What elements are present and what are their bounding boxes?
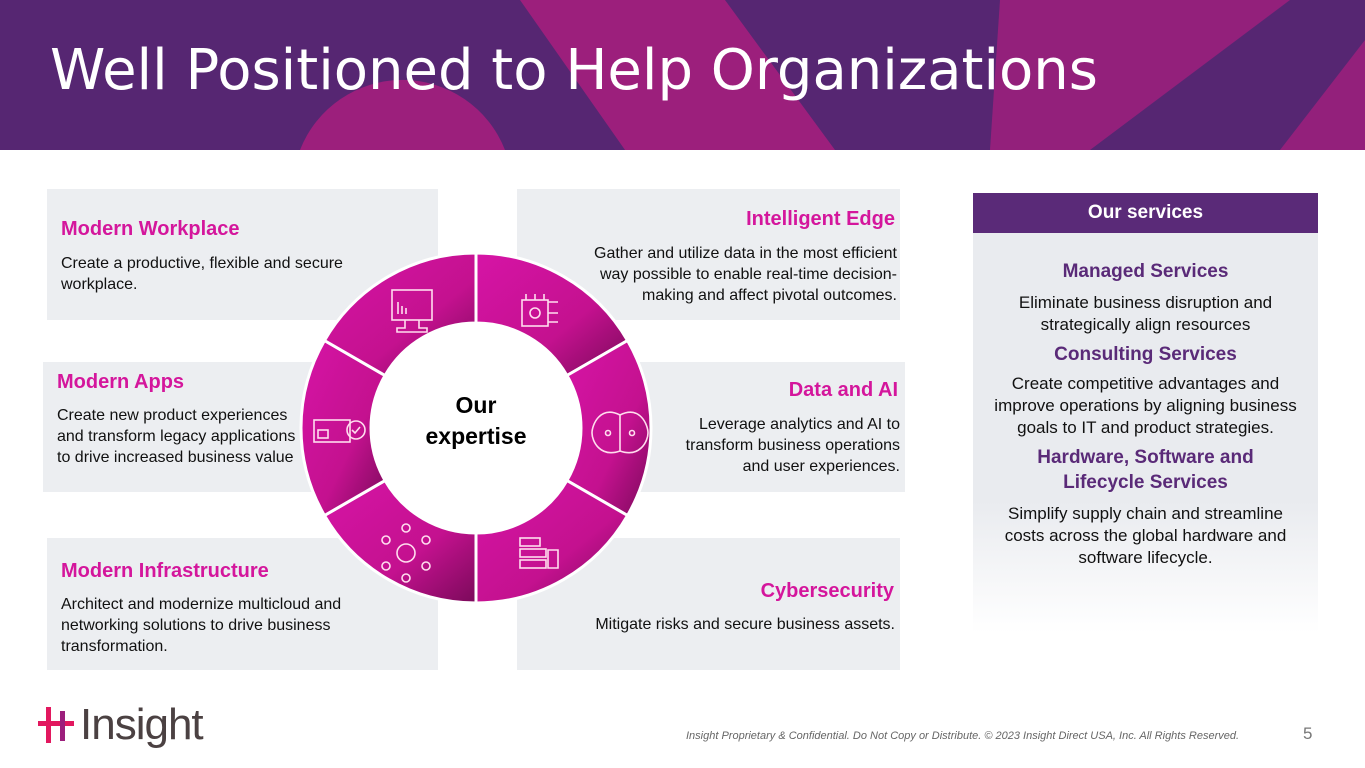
managed-services-text: Eliminate business disruption and strate… <box>1018 293 1273 334</box>
data-ai-text: Leverage analytics and AI to transform b… <box>685 416 900 475</box>
modern-apps-text: Create new product experiences and trans… <box>57 407 296 466</box>
modern-apps-heading: Modern Apps <box>57 371 185 393</box>
hardware-services-text: Simplify supply chain and streamline cos… <box>1004 504 1287 567</box>
monitor-icon <box>391 289 433 333</box>
cybersecurity-heading: Cybersecurity <box>760 580 894 602</box>
page-number: 5 <box>1303 724 1313 743</box>
data-ai-panel <box>640 362 905 492</box>
insight-logo-text: Insight <box>80 700 204 749</box>
chip-icon <box>521 294 558 327</box>
legal-notice: Insight Proprietary & Confidential. Do N… <box>686 730 1240 742</box>
brain-icon <box>591 411 649 454</box>
data-ai-heading: Data and AI <box>788 379 898 401</box>
network-icon <box>381 523 431 583</box>
intelligent-edge-heading: Intelligent Edge <box>746 208 895 230</box>
center-label-line2: expertise <box>425 423 526 449</box>
modern-infrastructure-heading: Modern Infrastructure <box>61 560 269 582</box>
expertise-ring: Our expertise <box>299 251 653 605</box>
managed-services-heading: Managed Services <box>1062 261 1229 282</box>
hardware-services-heading: Hardware, Software and Lifecycle Service… <box>1037 447 1254 493</box>
center-label-line1: Our <box>456 392 497 418</box>
insight-logo-icon <box>38 707 74 743</box>
intelligent-edge-text: Gather and utilize data in the most effi… <box>594 245 897 304</box>
modern-workplace-text: Create a productive, flexible and secure… <box>61 255 343 293</box>
page-title: Well Positioned to Help Organizations <box>50 38 1098 103</box>
services-title: Our services <box>973 193 1318 233</box>
services-panel: Our services Managed Services Eliminate … <box>973 193 1318 633</box>
card-check-icon <box>313 419 366 443</box>
server-puzzle-icon <box>519 537 559 569</box>
insight-logo: Insight <box>38 700 204 750</box>
banner-decoration <box>300 0 1365 150</box>
consulting-services-heading: Consulting Services <box>1054 344 1237 365</box>
consulting-services-text: Create competitive advantages and improv… <box>994 374 1297 437</box>
modern-infrastructure-text: Architect and modernize multicloud and n… <box>61 596 342 655</box>
modern-workplace-heading: Modern Workplace <box>61 218 240 240</box>
title-banner: Well Positioned to Help Organizations <box>0 0 1365 150</box>
cybersecurity-text: Mitigate risks and secure business asset… <box>595 616 895 633</box>
ring-center <box>371 323 581 533</box>
ring-segment-modern-workplace <box>322 251 478 378</box>
